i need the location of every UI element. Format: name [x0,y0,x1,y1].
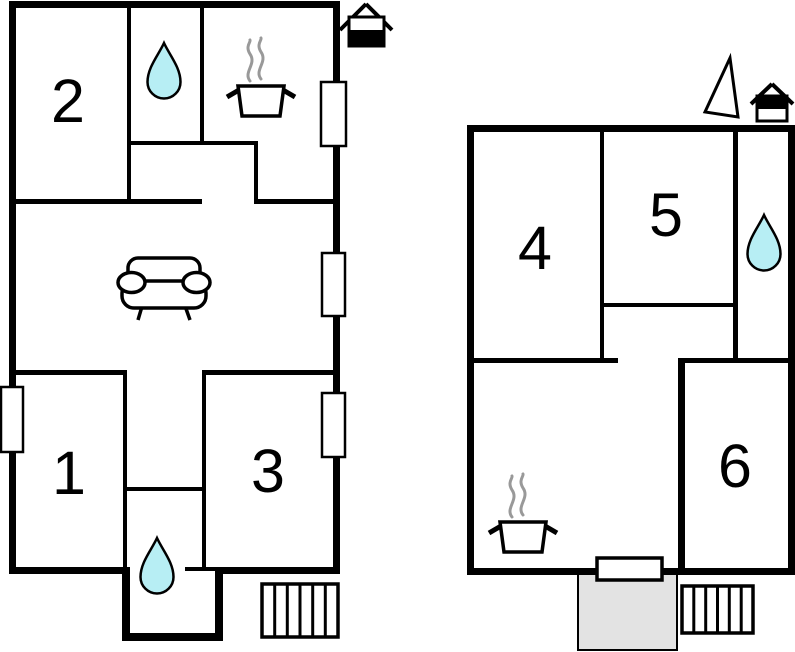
wall-segment [258,199,333,204]
wall-segment [467,125,795,132]
ground-floor-plan: 2 1 3 [0,1,394,641]
wall-segment [9,1,16,574]
wall-segment [123,370,127,567]
water-drop-icon [139,536,175,595]
wall-segment [127,141,258,145]
wall-segment [122,633,223,641]
window-marker [320,391,347,459]
wall-segment [254,141,258,204]
wall-segment [203,370,333,375]
wall-segment [223,567,340,574]
wall-segment [9,567,130,574]
terrace [577,572,678,651]
wall-segment [16,199,202,204]
window-marker [0,385,25,454]
wall-segment [200,8,204,145]
wall-segment [467,125,474,575]
wall-segment [733,132,738,363]
stairs-icon [260,582,340,639]
room-number-1: 1 [52,439,86,507]
wall-segment [685,358,788,363]
wall-segment [788,125,795,575]
room-number-5: 5 [649,181,683,249]
wall-segment [9,1,340,8]
terrace-door [595,556,664,582]
window-marker [319,80,348,148]
wall-segment [215,567,223,641]
upper-floor-plan: 4 5 6 [467,52,795,651]
room-number-6: 6 [718,432,752,500]
wall-segment [474,358,618,363]
stairs-icon [680,584,755,635]
fireplace-triangle-icon [702,52,740,119]
room-number-3: 3 [251,437,285,505]
wall-segment [202,370,206,570]
wall-segment [604,303,738,307]
room-number-2: 2 [51,67,85,135]
cooking-pot-icon [489,474,557,552]
cooking-pot-icon [227,38,295,116]
water-drop-icon [746,213,782,272]
wall-segment [16,370,127,375]
wall-segment [127,8,131,204]
upper-floor-walls [467,125,795,575]
wall-segment [123,487,206,491]
wall-segment [678,358,685,575]
entrance-house-icon [338,2,394,48]
wall-segment [600,132,604,363]
wall-segment [122,567,130,641]
sofa-icon [116,256,212,321]
room-number-4: 4 [518,214,552,282]
entrance-house-icon [749,82,795,123]
window-marker [320,251,347,318]
water-drop-icon [146,41,182,100]
